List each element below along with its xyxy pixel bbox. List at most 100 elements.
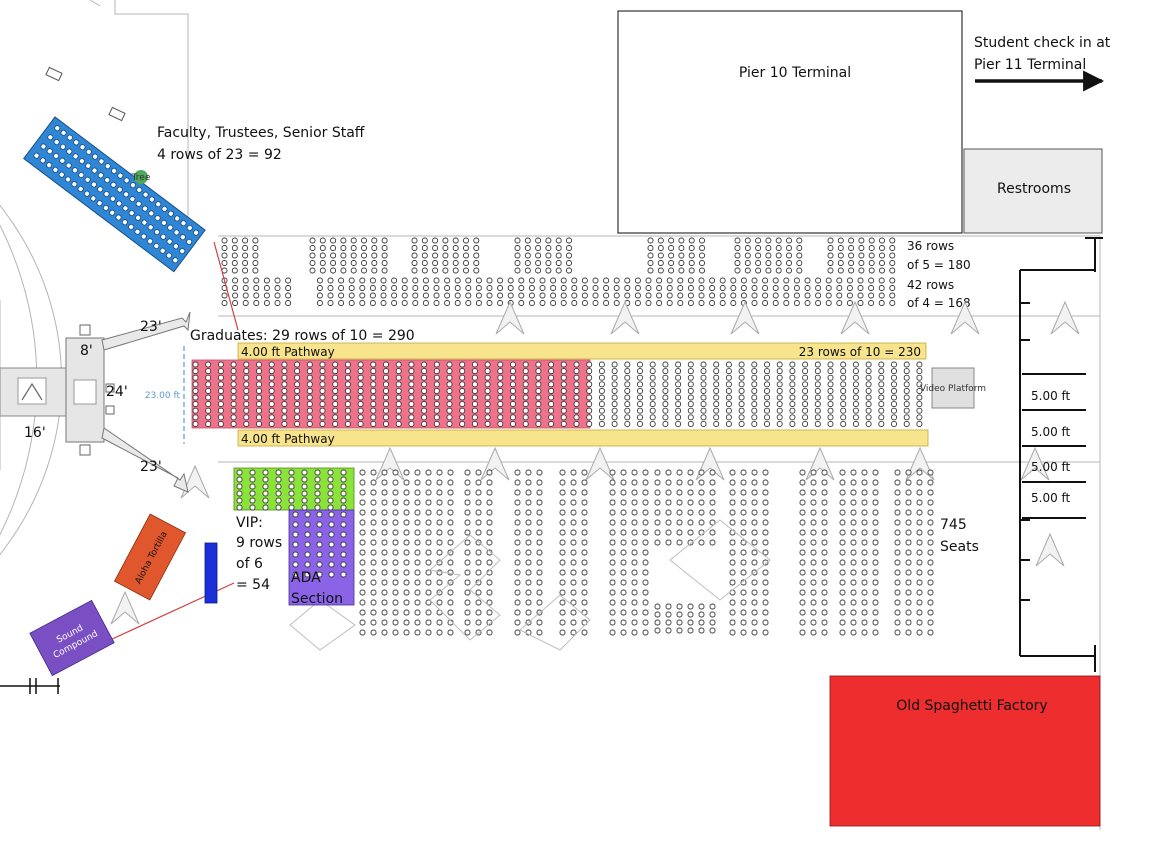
chair [751,519,758,526]
chair [709,489,716,496]
chair [475,300,482,306]
chair [775,245,782,251]
chair [586,420,593,427]
chair [891,381,897,388]
chair [319,361,326,368]
chair [559,539,566,546]
pier10-label: Pier 10 Terminal [739,65,851,81]
chair [762,629,769,636]
chair [408,420,415,427]
chair [281,394,288,401]
chair [275,469,282,476]
chair [528,300,535,306]
chair [256,414,262,421]
chair [459,407,466,414]
chair [414,529,421,536]
chair [905,559,912,566]
chair [894,529,901,536]
chair [772,292,779,299]
chair [154,215,161,222]
chair [475,569,482,576]
chair [370,368,377,375]
chair [668,267,675,274]
chair [471,414,478,421]
chair [497,394,504,401]
chair [846,285,853,291]
chair [330,245,337,251]
chair [274,277,281,284]
chair [359,509,366,516]
chair [340,571,347,578]
chair [821,519,828,526]
chair [839,629,846,636]
chair [475,579,482,586]
chair [344,361,351,368]
chair [167,224,174,231]
chair [657,252,664,259]
chair [729,559,736,566]
chair [620,599,627,606]
chair [734,237,741,244]
chair [700,368,707,375]
chair [497,300,504,306]
chair [338,277,345,284]
chair [916,539,923,546]
chair [446,368,453,375]
chair [281,374,288,381]
chair [891,420,897,427]
chair [72,153,79,160]
chair [314,490,321,497]
chair [905,499,912,506]
chair [699,267,705,274]
chair [421,407,428,414]
chair [878,381,885,388]
chair [104,177,111,184]
chair [425,509,432,516]
dim-23-bottom: 23' [140,459,162,475]
chair [370,387,377,394]
chair [598,387,605,394]
chair [359,519,366,526]
aisle-arrow-icon [840,300,870,335]
chair [840,394,847,401]
chair [631,529,638,536]
chair [548,374,555,381]
chair [473,267,480,274]
chair [403,469,410,476]
chair [821,559,828,566]
chair [433,420,440,427]
chair [858,252,865,259]
chair [392,539,399,546]
chair [486,579,493,586]
chair [58,171,65,178]
chair [666,292,673,299]
chair [422,285,429,291]
chair [810,539,817,546]
chair [825,300,832,306]
chair [751,361,758,368]
chair [751,401,758,408]
chair [425,519,432,526]
chair [657,260,664,266]
chair [465,292,472,299]
chair [344,407,351,414]
chair [624,277,631,284]
chair [814,420,821,427]
chair [560,368,567,375]
chair [560,300,567,306]
chair [370,599,377,606]
chair [776,368,783,375]
chair [340,531,347,538]
chair [725,368,732,375]
chair [839,539,846,546]
chair [764,407,770,414]
chair [637,381,643,388]
chair [776,374,783,381]
chair [821,589,828,596]
chair [762,519,769,526]
chair [524,260,531,266]
chair [268,361,275,368]
chair [571,292,578,299]
chair [789,374,796,381]
right-barrier-labels: 5.00 ft 5.00 ft 5.00 ft 5.00 ft [1031,389,1071,505]
